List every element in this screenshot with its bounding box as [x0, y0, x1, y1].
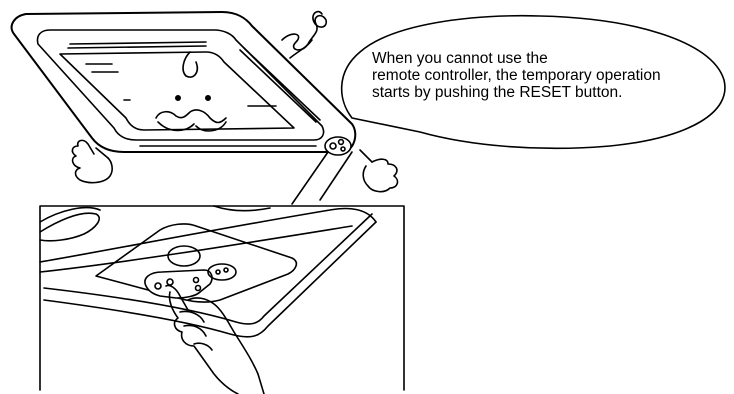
- right-hand: [360, 150, 397, 192]
- callout-line-2: remote controller, the temporary operati…: [372, 67, 712, 84]
- zoomed-view: [40, 206, 404, 390]
- callout-text: When you cannot use the remote controlle…: [372, 50, 712, 101]
- callout-line-3: starts by pushing the RESET button.: [372, 84, 712, 101]
- spring-decoration: [282, 12, 326, 58]
- zoom-lines: [292, 152, 352, 204]
- callout-line-1: When you cannot use the: [372, 50, 712, 67]
- cassette-unit: [12, 12, 356, 155]
